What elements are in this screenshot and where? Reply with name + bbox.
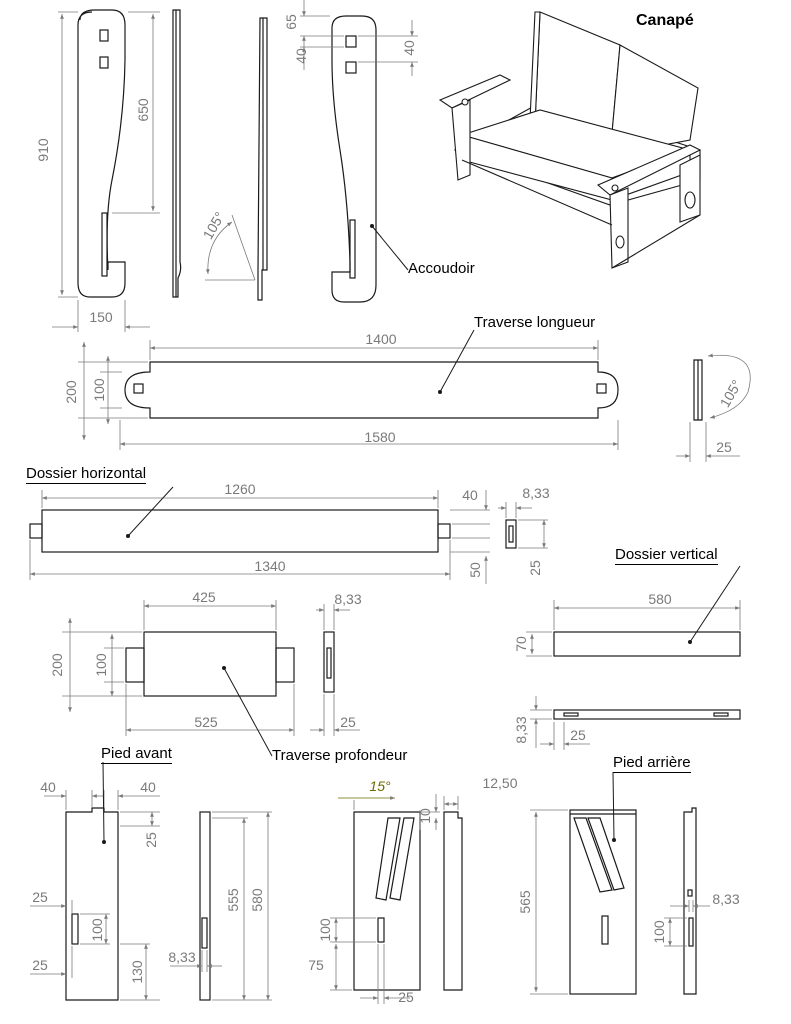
dim-traverse-profondeur-h-total: 200	[49, 653, 65, 677]
dim-accoudoir-slot-b: 40	[401, 40, 417, 56]
dim-pied-avant-notch-r: 40	[140, 779, 156, 795]
dim-accoudoir-width: 150	[89, 309, 113, 325]
dim-traverse-profondeur-inner: 425	[192, 589, 216, 605]
leader-accoudoir	[371, 225, 409, 271]
pied-avant-side-view	[199, 811, 211, 1001]
dossier-vertical-section	[553, 709, 741, 720]
accoudoir-slot	[349, 219, 356, 279]
dim-dossier-horizontal-inner: 1260	[224, 481, 255, 497]
label-traverse-longueur: Traverse longueur	[474, 314, 596, 331]
dim-dossier-horizontal-outer: 1340	[254, 558, 285, 574]
label-dossier-vertical: Dossier vertical	[615, 546, 718, 565]
traverse-longueur-view	[124, 361, 619, 419]
dim-dossier-horizontal-slot: 8,33	[522, 485, 549, 501]
leader-traverse-profondeur	[223, 667, 273, 757]
leader-pied-avant	[102, 761, 105, 843]
dim-pied-avant-slot-h: 100	[89, 918, 105, 942]
dim-accoudoir-angle: 105°	[199, 209, 227, 242]
accoudoir-slot	[101, 212, 108, 277]
accoudoir-slot	[345, 35, 357, 48]
dim-pied-avant-bottom-h: 130	[129, 960, 145, 984]
dossier-horizontal-view	[29, 509, 451, 553]
dim-traverse-profondeur-h-inner: 100	[93, 653, 109, 677]
dim-dossier-horizontal-tenon: 40	[462, 487, 478, 503]
pied-arriere-side-view	[353, 811, 463, 991]
leader-dot	[102, 840, 106, 844]
dim-pied-arriere-slot: 8,33	[712, 891, 739, 907]
dim-dossier-horizontal-thick: 25	[527, 560, 543, 576]
dim-pied-arriere-width: 25	[398, 989, 414, 1005]
dim-pied-avant-slot-x: 25	[32, 889, 48, 905]
accoudoir-outline	[77, 9, 126, 298]
canape-isometric-view	[438, 11, 702, 269]
dim-traverse-profondeur-outer: 525	[194, 714, 218, 730]
dim-traverse-longueur-h-total: 200	[63, 380, 79, 404]
dim-dossier-vertical-thick: 25	[570, 727, 586, 743]
dim-pied-arriere-thick: 12,50	[482, 775, 517, 791]
dim-pied-arriere-bottom: 75	[308, 957, 324, 973]
dim-traverse-longueur-outer: 1580	[364, 429, 395, 445]
label-pied-avant: Pied avant	[101, 745, 172, 764]
dim-pied-arriere-slot-h: 100	[651, 920, 667, 944]
dim-accoudoir-top: 65	[283, 14, 299, 30]
dim-pied-arriere-height: 565	[517, 890, 533, 914]
pied-arriere-view	[569, 809, 637, 995]
traverse-profondeur-section	[323, 631, 335, 693]
pied-avant-view	[65, 807, 119, 1001]
label-dossier-horizontal: Dossier horizontal	[26, 465, 147, 484]
leader-dot	[612, 838, 616, 842]
dim-dossier-vertical-slot: 8,33	[513, 716, 529, 743]
dim-accoudoir-slot-a: 40	[293, 48, 309, 64]
dim-dossier-horizontal-height: 50	[467, 562, 483, 578]
leader-dot	[126, 534, 130, 538]
label-accoudoir: Accoudoir	[408, 260, 475, 277]
dim-traverse-profondeur-thick: 25	[340, 714, 356, 730]
dossier-vertical-view	[553, 631, 741, 657]
dim-pied-avant-bottom-x: 25	[32, 957, 48, 973]
leader-dossier-vertical	[689, 565, 741, 643]
dim-traverse-longueur-angle: 105°	[716, 377, 744, 410]
leader-dot	[688, 640, 692, 644]
traverse-longueur-side-view	[693, 359, 703, 421]
dim-traverse-longueur-thick: 25	[716, 439, 732, 455]
pied-arriere-side-thin-view	[683, 807, 697, 995]
label-pied-arriere: Pied arrière	[613, 754, 691, 773]
accoudoir-front-view	[77, 9, 126, 298]
leader-dot	[438, 390, 442, 394]
dim-traverse-longueur-inner: 1400	[365, 331, 396, 347]
accoudoir-profile-view	[331, 15, 377, 303]
dim-dossier-vertical-length: 580	[648, 591, 672, 607]
dim-dossier-vertical-height: 70	[513, 636, 529, 652]
leader-dot	[222, 666, 226, 670]
dim-pied-avant-notch-l: 40	[40, 779, 56, 795]
dim-pied-arriere-top: 10	[417, 808, 433, 824]
dim-accoudoir-inner: 650	[135, 98, 151, 122]
leader-dossier-horizontal	[127, 486, 174, 537]
dim-pied-avant-thick: 8,33	[168, 949, 195, 965]
label-traverse-profondeur: Traverse profondeur	[272, 747, 408, 764]
accoudoir-side-view	[172, 9, 268, 301]
leader-pied-arriere	[612, 771, 615, 841]
drawing-title: Canapé	[636, 12, 694, 29]
dim-pied-avant-notch-h: 25	[143, 832, 159, 848]
dim-pied-arriere-angle: 15°	[369, 778, 391, 794]
dim-pied-arriere-slot-h: 100	[317, 918, 333, 942]
dossier-horizontal-section	[505, 519, 517, 549]
accoudoir-slot	[99, 29, 109, 42]
leader-traverse-longueur	[439, 329, 475, 393]
dim-pied-avant-inner: 555	[225, 888, 241, 912]
dim-traverse-profondeur-slot: 8,33	[334, 591, 361, 607]
dim-accoudoir-height: 910	[35, 138, 51, 162]
accoudoir-slot	[345, 61, 357, 74]
accoudoir-slot	[99, 56, 109, 69]
dim-pied-avant-height: 580	[249, 888, 265, 912]
dim-traverse-longueur-h-inner: 100	[91, 378, 107, 402]
leader-dot	[370, 224, 374, 228]
traverse-profondeur-view	[125, 631, 295, 697]
